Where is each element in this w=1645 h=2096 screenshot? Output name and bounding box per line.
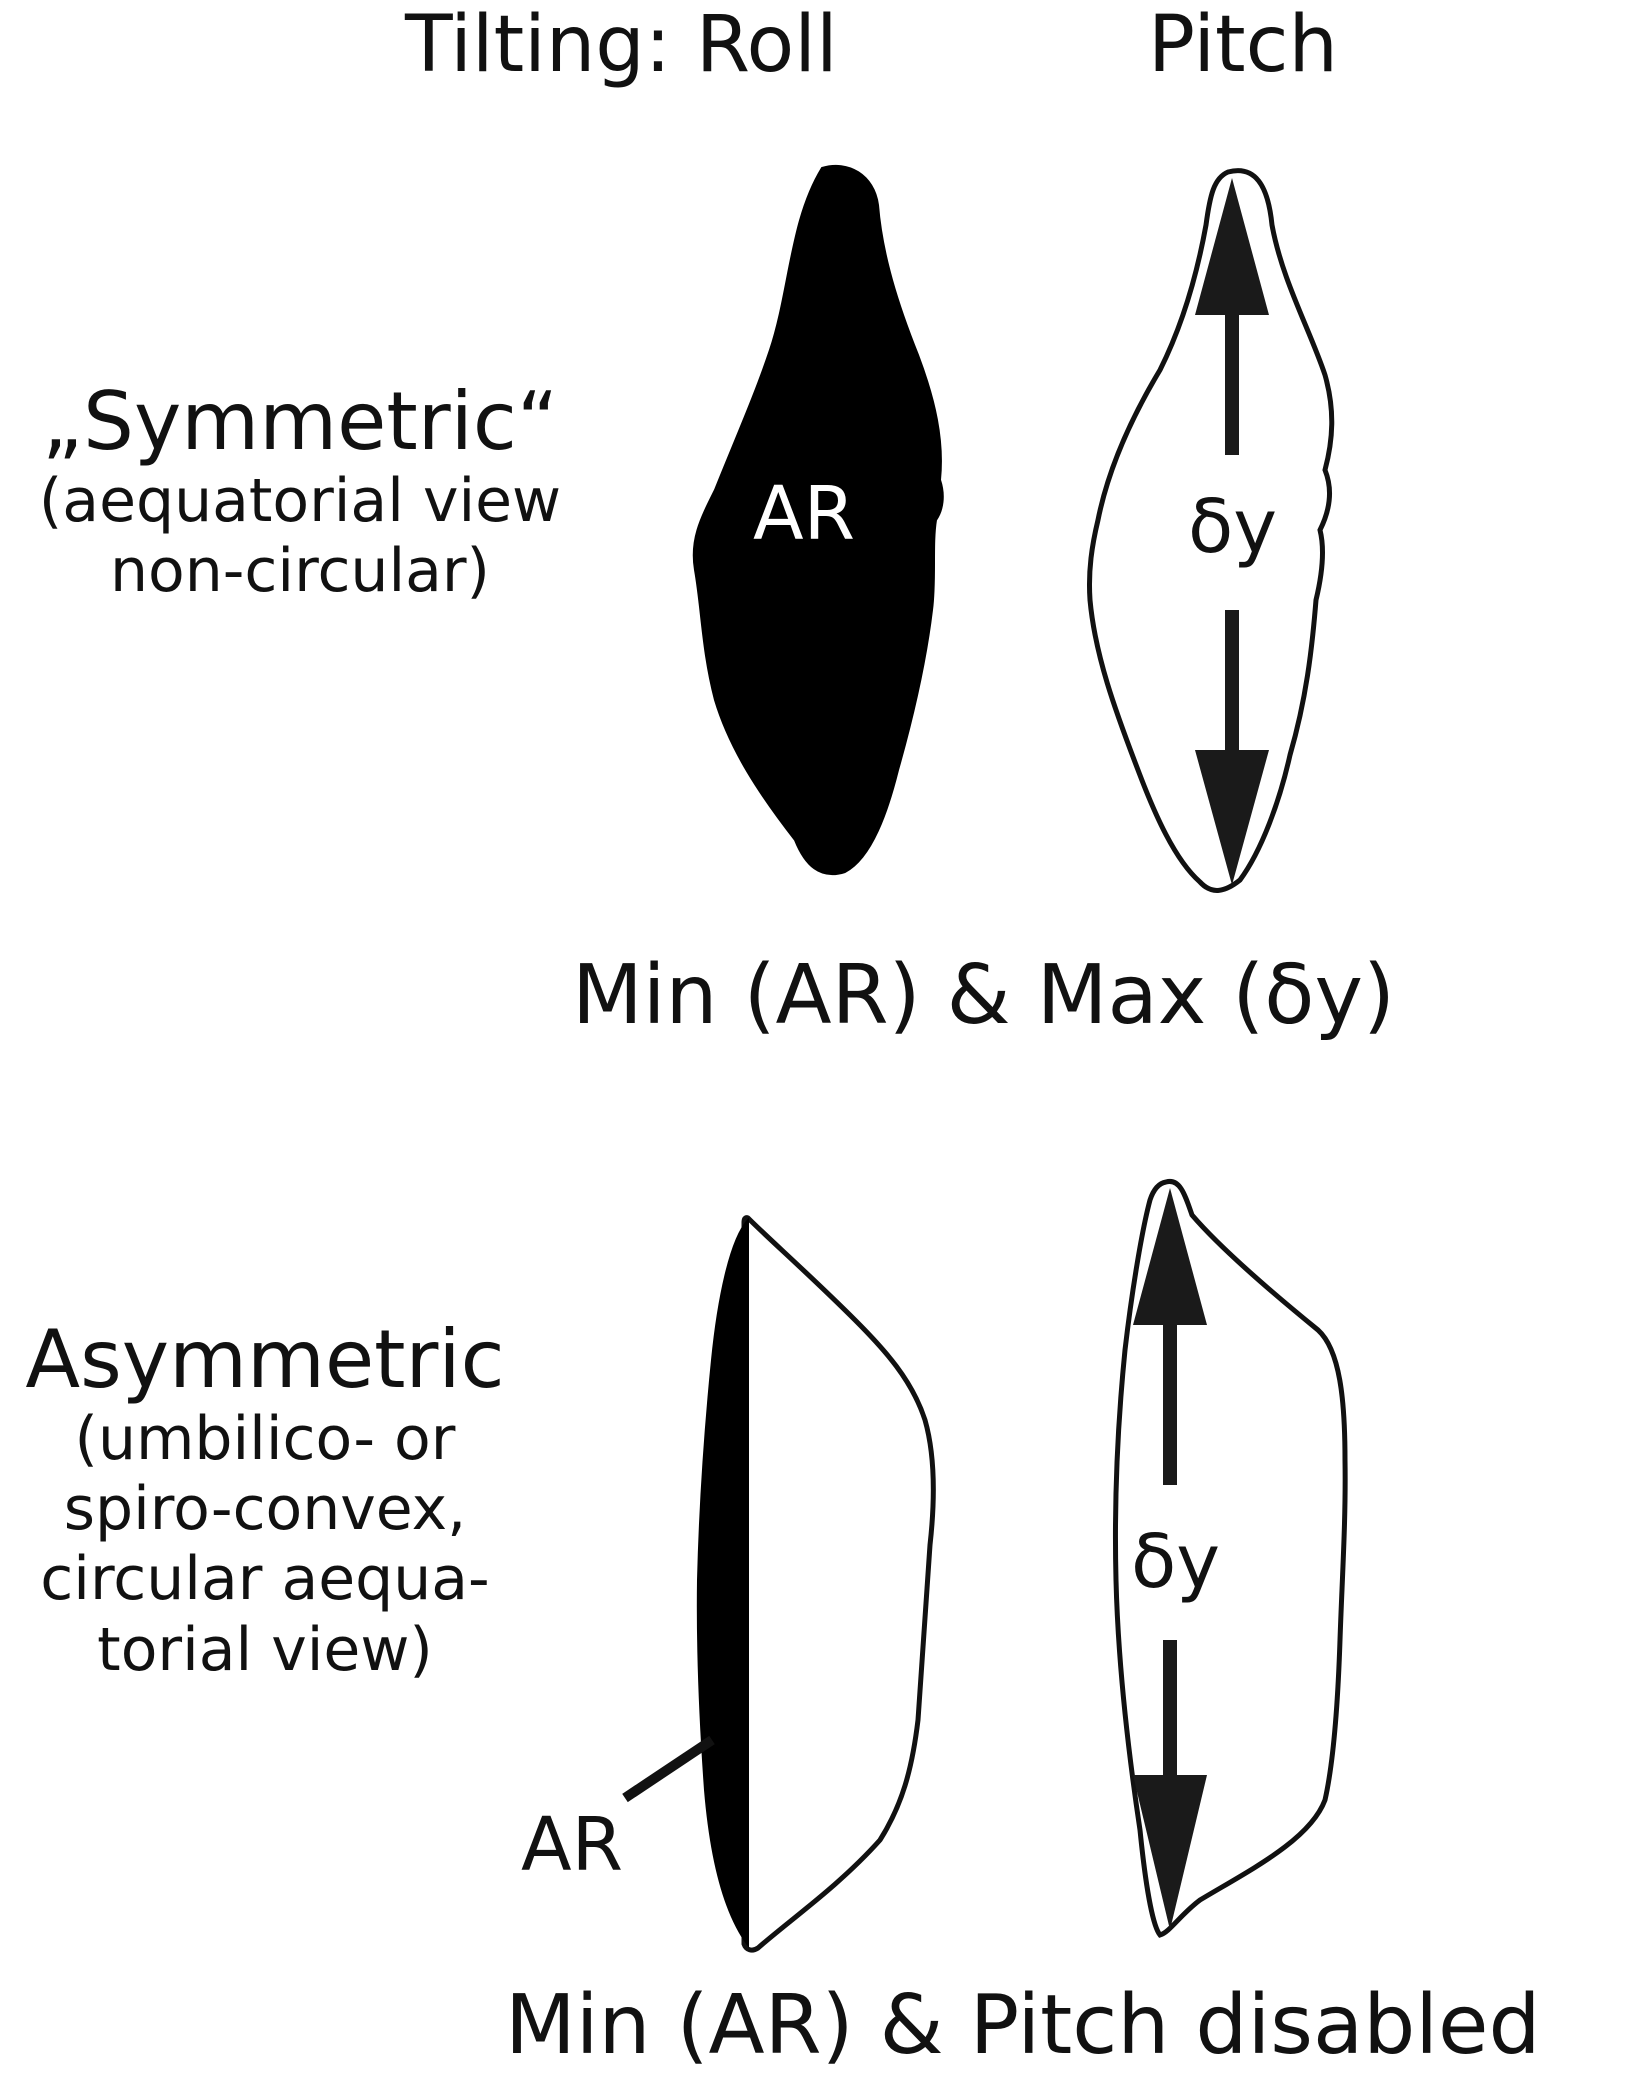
asymmetric-dy-label: δy	[1131, 1519, 1221, 1605]
roll-column-title: Tilting: Roll	[405, 0, 838, 90]
symmetric-dy-arrow-up-head	[1195, 178, 1269, 315]
asymmetric-description-line-2: spiro-convex,	[63, 1474, 467, 1545]
symmetric-pitch-shell	[1086, 168, 1335, 893]
asymmetric-caption: Min (AR) & Pitch disabled	[505, 1978, 1541, 2073]
asymmetric-roll-ar-band	[696, 1217, 749, 1949]
symmetric-row-label: „Symmetric“ (aequatorial view non-circul…	[0, 375, 600, 607]
symmetric-ar-label: AR	[753, 471, 856, 557]
symmetric-dy-arrow-down-head	[1195, 750, 1269, 885]
asymmetric-dy-arrow-up-head	[1133, 1188, 1207, 1325]
asymmetric-dy-arrow-down-head	[1133, 1775, 1207, 1930]
symmetric-description-line-2: non-circular)	[110, 536, 490, 607]
asymmetric-row-label: Asymmetric (umbilico- or spiro-convex, c…	[0, 1316, 530, 1685]
pitch-column-title: Pitch	[1148, 0, 1338, 90]
asymmetric-description-line-1: (umbilico- or	[74, 1404, 456, 1474]
asymmetric-title: Asymmetric	[25, 1313, 505, 1406]
symmetric-dy-label: δy	[1188, 484, 1278, 570]
asymmetric-description-line-3: circular aequa-	[40, 1544, 490, 1615]
symmetric-roll-shell	[692, 164, 944, 876]
symmetric-dy-arrow	[1195, 178, 1269, 885]
symmetric-description-line-1: (aequatorial view	[38, 466, 562, 536]
asymmetric-dy-arrow	[1133, 1188, 1207, 1930]
symmetric-caption: Min (AR) & Max (δy)	[572, 948, 1395, 1043]
asymmetric-description-line-4: torial view)	[97, 1614, 433, 1685]
asymmetric-ar-label: AR	[521, 1802, 624, 1888]
symmetric-title: „Symmetric“	[41, 375, 559, 468]
asymmetric-roll-shell	[741, 1215, 936, 1953]
asymmetric-roll-ar-leader	[622, 1735, 715, 1803]
